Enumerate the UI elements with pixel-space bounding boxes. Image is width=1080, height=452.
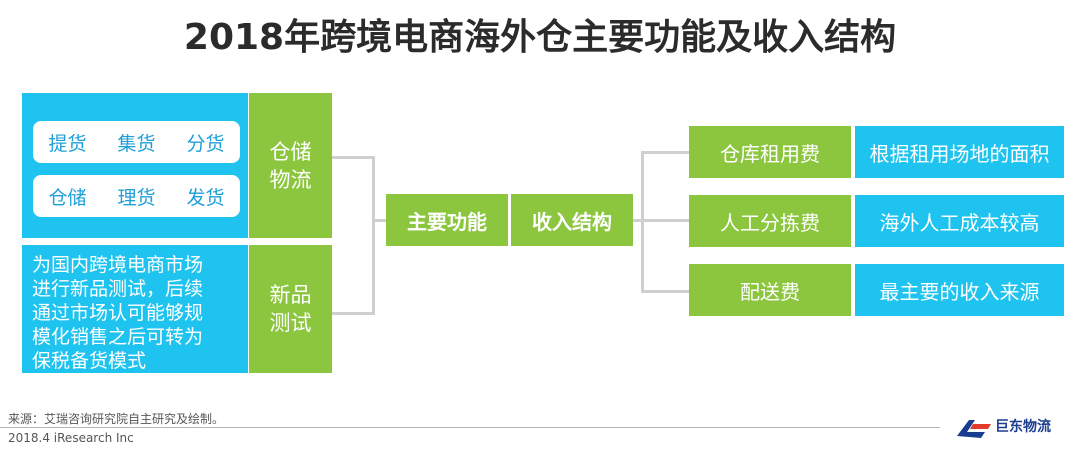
fee-desc-box: 海外人工成本较高 [855,195,1064,247]
connector [641,219,689,222]
pill-item: 理货 [117,186,156,209]
connector [372,156,375,315]
income-structure-box: 收入结构 [511,194,633,246]
connector [372,219,386,222]
pill-item: 分货 [186,132,225,155]
pill-item: 集货 [117,132,156,155]
source-note: 来源：艾瑞咨询研究院自主研究及绘制。 [8,412,225,426]
desc-line: 为国内跨境电商市场 [32,254,204,276]
fee-box: 配送费 [689,264,851,316]
desc-line: 通过市场认可能够规 [32,302,204,324]
connector [641,151,689,154]
fee-box: 人工分拣费 [689,195,851,247]
main-function-box: 主要功能 [386,194,508,246]
pill-item: 发货 [186,186,225,209]
newproduct-label: 新品 测试 [249,245,332,373]
logo-icon [955,414,993,444]
pill-row-1: 提货 集货 分货 [33,121,240,163]
pill-row-2: 仓储 理货 发货 [33,175,240,217]
label-line: 仓储 [269,139,312,164]
newproduct-description: 为国内跨境电商市场 进行新品测试，后续 通过市场认可能够规 模化销售之后可转为 … [22,245,248,373]
footer-divider [0,427,940,428]
desc-line: 模化销售之后可转为 [32,326,204,348]
connector [332,312,374,315]
pill-item: 提货 [48,132,87,155]
pill-item: 仓储 [48,186,87,209]
connector [332,156,374,159]
fee-desc-box: 最主要的收入来源 [855,264,1064,316]
page-title: 2018年跨境电商海外仓主要功能及收入结构 [183,17,897,58]
label-line: 测试 [269,311,312,335]
desc-line: 保税备货模式 [32,350,147,372]
copyright-text: 2018.4 iResearch Inc [8,431,134,445]
fee-box: 仓库租用费 [689,126,851,178]
logo-text: 巨东物流 [995,419,1051,435]
label-line: 新品 [269,283,312,307]
connector [641,290,689,293]
fee-desc-box: 根据租用场地的面积 [855,126,1064,178]
connector [633,219,643,222]
storage-logistics-label: 仓储 物流 [249,93,332,238]
desc-line: 进行新品测试，后续 [32,278,204,300]
label-line: 物流 [269,167,312,192]
